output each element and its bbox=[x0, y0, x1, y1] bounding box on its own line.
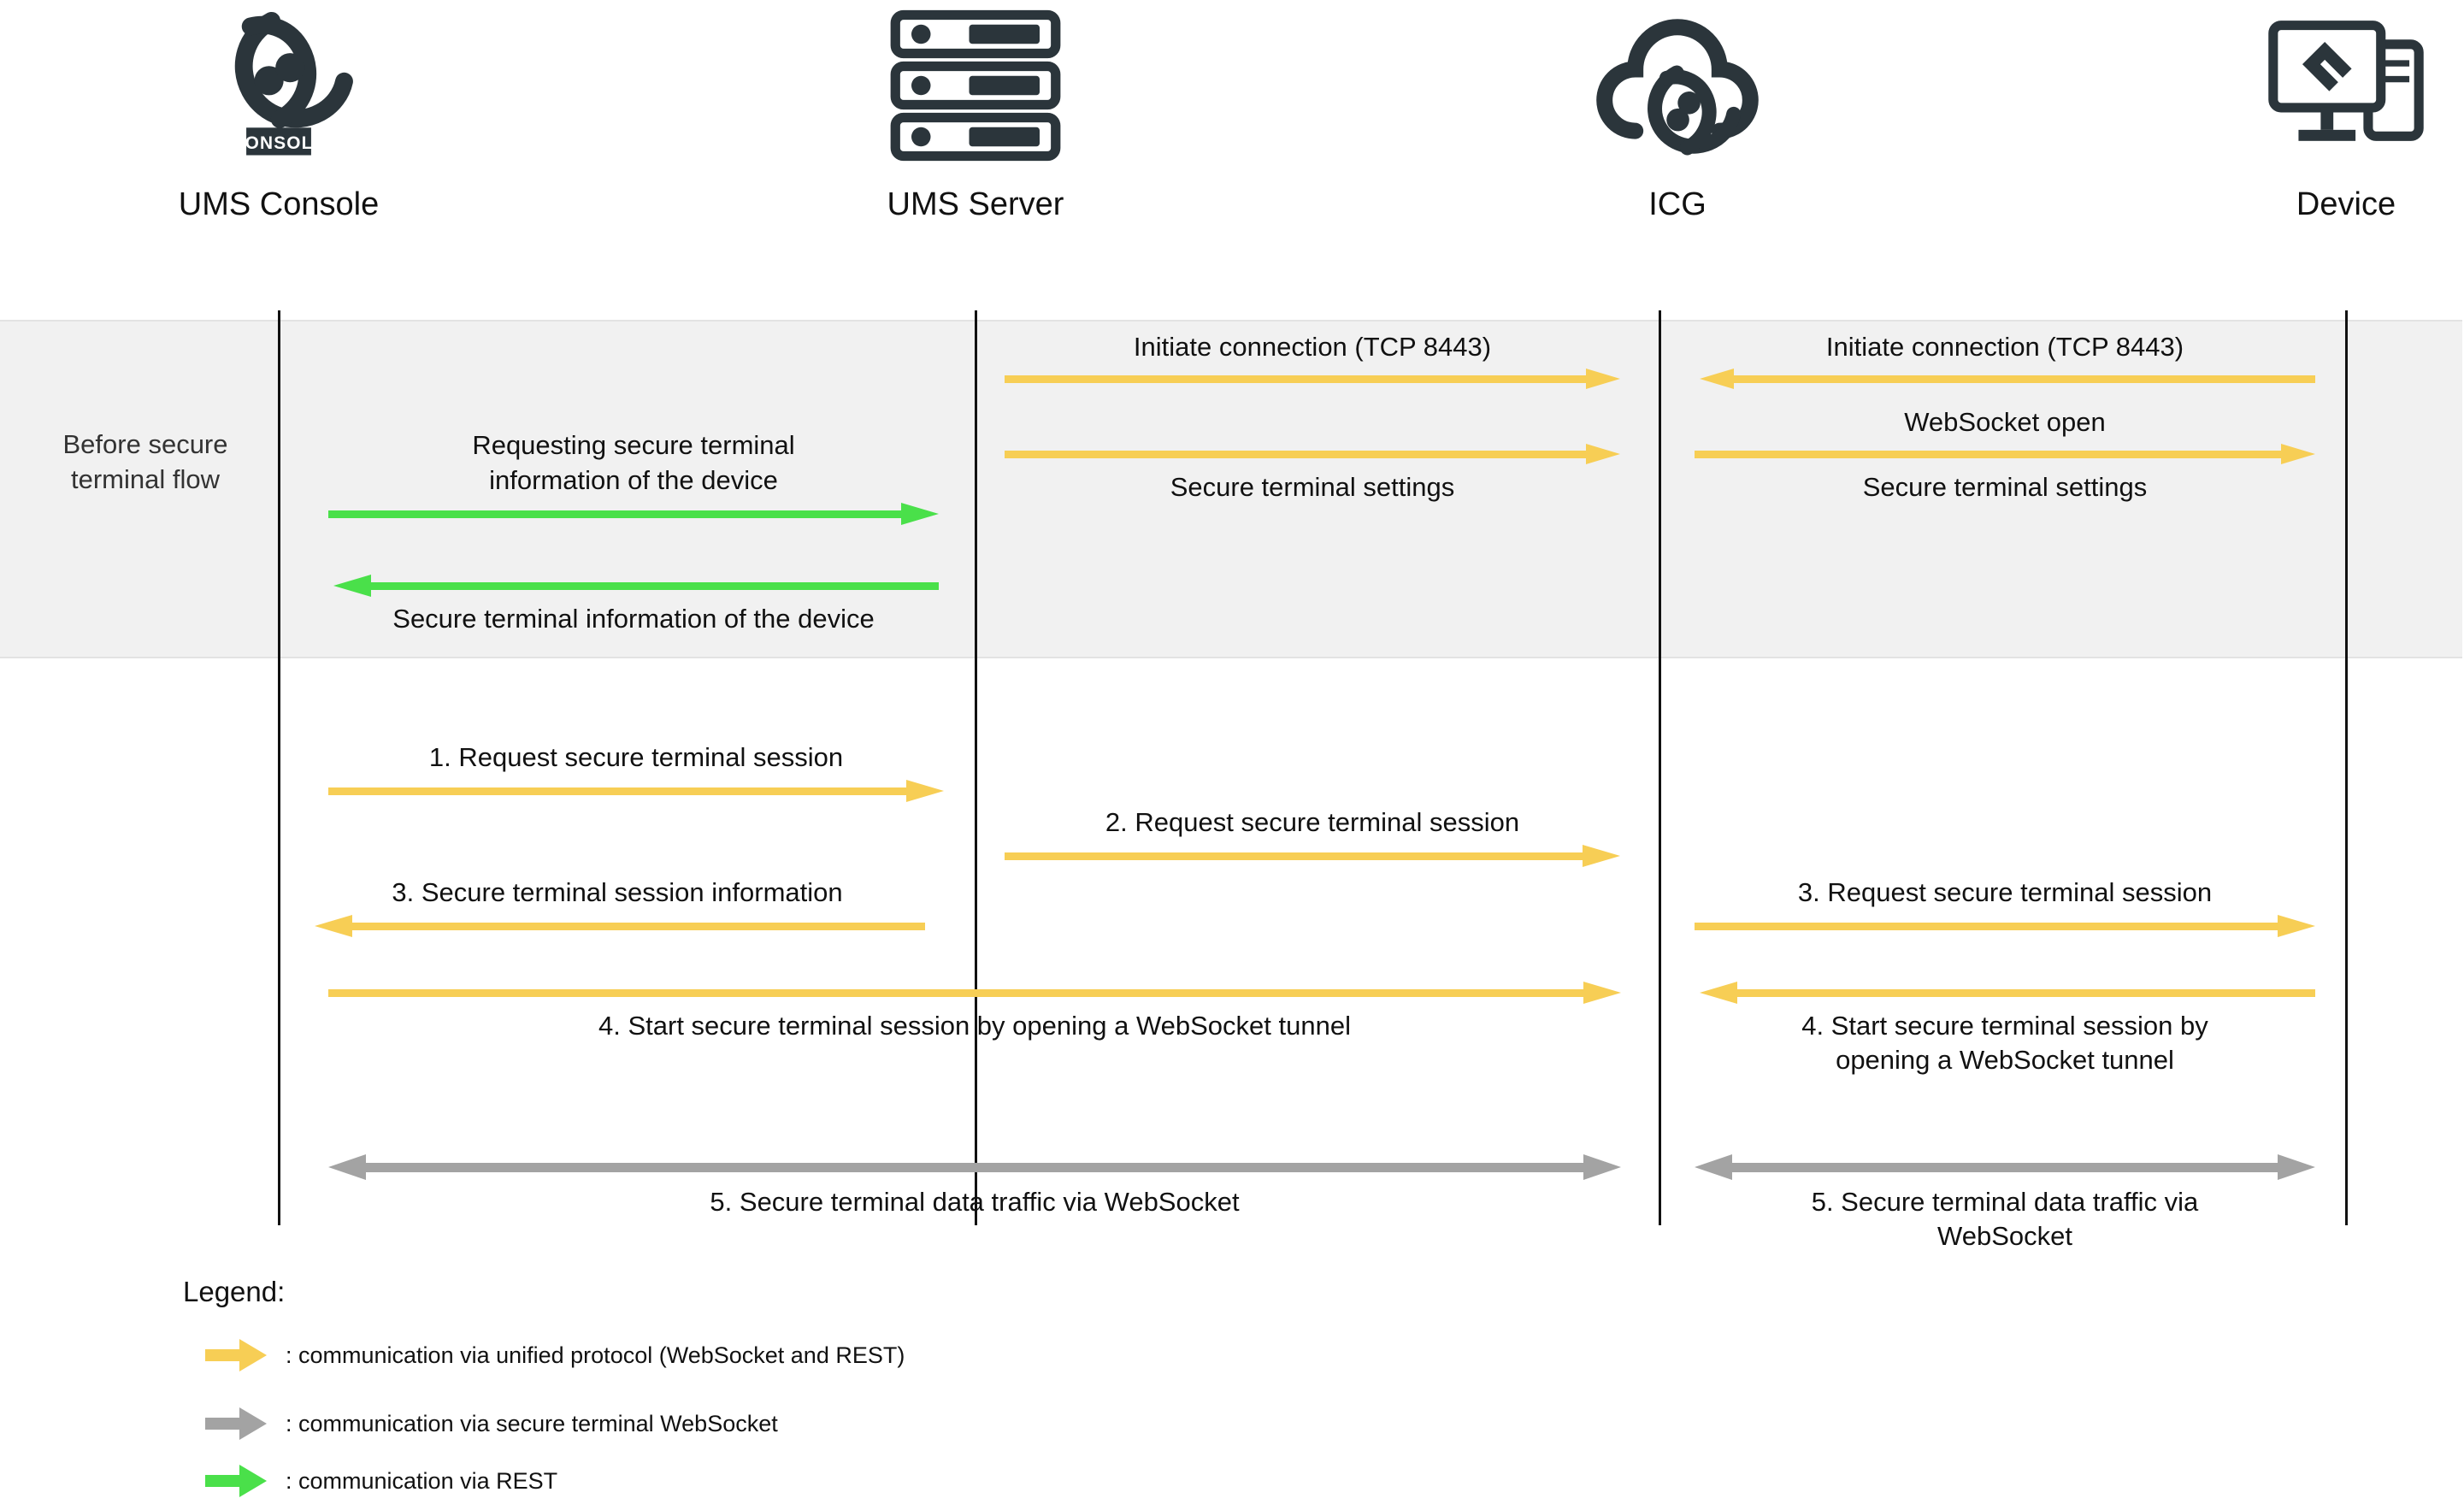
legend-item-unified: : communication via unified protocol (We… bbox=[205, 1338, 905, 1372]
actor-icg: ICG bbox=[1489, 0, 1866, 221]
arrow-legend-icon-rest bbox=[205, 1465, 267, 1497]
legend-item-rest: : communication via REST bbox=[205, 1464, 557, 1498]
message-caption: 3. Secure terminal session information bbox=[392, 876, 843, 907]
message-m-1: 1. Request secure terminal session bbox=[328, 742, 944, 802]
legend-item-label: : communication via REST bbox=[286, 1467, 558, 1494]
lifeline-ums-server bbox=[975, 310, 977, 1225]
actor-label: ICG bbox=[1648, 186, 1707, 222]
arrow-shaft-left bbox=[1700, 369, 2315, 389]
message-m-3a: 3. Secure terminal session information bbox=[309, 877, 925, 937]
actor-ums-server: UMS Server bbox=[787, 0, 1164, 221]
igel-console-logo-icon: CONSOLE bbox=[91, 0, 467, 171]
message-caption: Initiate connection (TCP 8443) bbox=[1825, 331, 2184, 362]
message-m-2: 2. Request secure terminal session bbox=[1005, 807, 1620, 867]
message-caption: WebSocket open bbox=[1904, 406, 2106, 437]
message-m-before-3: Initiate connection (TCP 8443) bbox=[1695, 332, 2315, 390]
message-caption: Requesting secure terminal information o… bbox=[472, 430, 795, 495]
arrow-shaft-left bbox=[315, 915, 925, 937]
actor-label: Device bbox=[2296, 186, 2396, 222]
message-caption: 5. Secure terminal data traffic via WebS… bbox=[1811, 1187, 2199, 1252]
message-m-3b: 3. Request secure terminal session bbox=[1695, 877, 2315, 937]
arrow-shaft-right bbox=[1005, 845, 1620, 867]
message-m-before-6: Requesting secure terminal information o… bbox=[328, 430, 939, 525]
cloud-gateway-icon bbox=[1489, 0, 1866, 171]
arrow-shaft-bidirectional bbox=[328, 1154, 1621, 1180]
arrow-shaft-right bbox=[1695, 915, 2315, 937]
arrow-legend-icon-unified bbox=[205, 1339, 267, 1371]
arrow-shaft-right bbox=[328, 780, 944, 802]
message-caption: 3. Request secure terminal session bbox=[1797, 876, 2213, 907]
legend-item-secure-ws: : communication via secure terminal WebS… bbox=[205, 1407, 778, 1441]
legend-item-label: : communication via secure terminal WebS… bbox=[286, 1410, 778, 1436]
arrow-shaft-right bbox=[328, 982, 1621, 1004]
lifeline-ums-console bbox=[278, 310, 280, 1225]
actor-label: UMS Server bbox=[887, 186, 1064, 222]
actor-label: UMS Console bbox=[178, 186, 380, 222]
arrow-shaft-left bbox=[333, 575, 939, 597]
message-caption: 4. Start secure terminal session by open… bbox=[1801, 1011, 2208, 1076]
actor-ums-console: CONSOLE UMS Console bbox=[91, 0, 467, 221]
message-caption: Initiate connection (TCP 8443) bbox=[1133, 331, 1492, 362]
message-m-before-1: Initiate connection (TCP 8443) bbox=[1005, 332, 1620, 390]
message-caption: 1. Request secure terminal session bbox=[428, 741, 844, 772]
message-m-before-7: Secure terminal information of the devic… bbox=[328, 575, 939, 634]
message-m-before-5: Secure terminal settings bbox=[1695, 465, 2315, 502]
arrow-shaft-right bbox=[1695, 444, 2315, 464]
lifeline-device bbox=[2345, 310, 2348, 1225]
message-caption: Secure terminal settings bbox=[1170, 472, 1455, 502]
arrow-shaft-right bbox=[328, 503, 939, 525]
legend-title: Legend: bbox=[183, 1276, 286, 1307]
desktop-device-icon bbox=[2158, 0, 2464, 171]
message-caption: 5. Secure terminal data traffic via WebS… bbox=[710, 1187, 1240, 1217]
arrow-shaft-right bbox=[1005, 444, 1620, 464]
arrow-shaft-left bbox=[1700, 982, 2315, 1004]
message-caption: 2. Request secure terminal session bbox=[1105, 806, 1520, 837]
arrow-shaft-bidirectional bbox=[1695, 1154, 2315, 1180]
phase-band-label: Before secure terminal flow bbox=[62, 429, 228, 494]
legend-item-label: : communication via unified protocol (We… bbox=[286, 1342, 905, 1368]
message-m-4a: 4. Start secure terminal session by open… bbox=[328, 982, 1621, 1041]
message-caption: Secure terminal information of the devic… bbox=[392, 604, 875, 634]
message-caption: 4. Start secure terminal session by open… bbox=[598, 1011, 1351, 1041]
message-m-before-2: Secure terminal settings bbox=[1005, 443, 1620, 502]
message-m-5a: 5. Secure terminal data traffic via WebS… bbox=[328, 1154, 1621, 1217]
message-m-5b: 5. Secure terminal data traffic via WebS… bbox=[1695, 1154, 2315, 1251]
message-caption: Secure terminal settings bbox=[1862, 472, 2148, 502]
message-m-before-4: WebSocket open bbox=[1695, 407, 2315, 465]
lifeline-icg bbox=[1659, 310, 1661, 1225]
actor-device: Device bbox=[2158, 0, 2464, 221]
arrow-shaft-right bbox=[1005, 369, 1620, 389]
message-m-4b: 4. Start secure terminal session by open… bbox=[1695, 982, 2315, 1075]
server-rack-icon bbox=[787, 0, 1164, 171]
svg-text:CONSOLE: CONSOLE bbox=[231, 133, 326, 153]
arrow-legend-icon-secure-ws bbox=[205, 1407, 267, 1440]
